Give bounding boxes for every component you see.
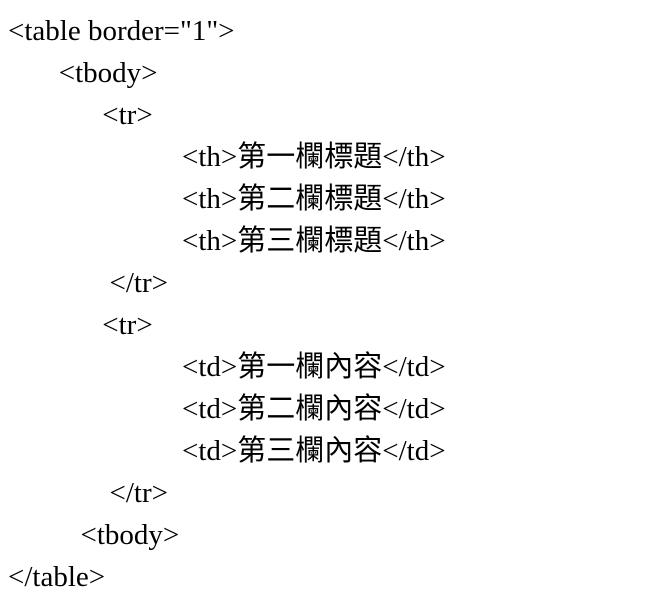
code-line: <th>第三欄標題</th> [8,225,446,257]
code-line: <td>第二欄內容</td> [8,393,446,425]
code-line: </tr> [8,267,168,299]
code-line: <tr> [8,99,153,131]
code-line: <tr> [8,309,153,341]
code-line: <tbody> [8,57,158,89]
code-line: </tr> [8,477,168,509]
code-line: <td>第一欄內容</td> [8,351,446,383]
code-line: <th>第一欄標題</th> [8,141,446,173]
code-line: <th>第二欄標題</th> [8,183,446,215]
code-line: <tbody> [8,519,180,551]
code-line: </table> [8,561,106,593]
code-line: <table border="1"> [8,15,235,47]
code-line: <td>第三欄內容</td> [8,435,446,467]
